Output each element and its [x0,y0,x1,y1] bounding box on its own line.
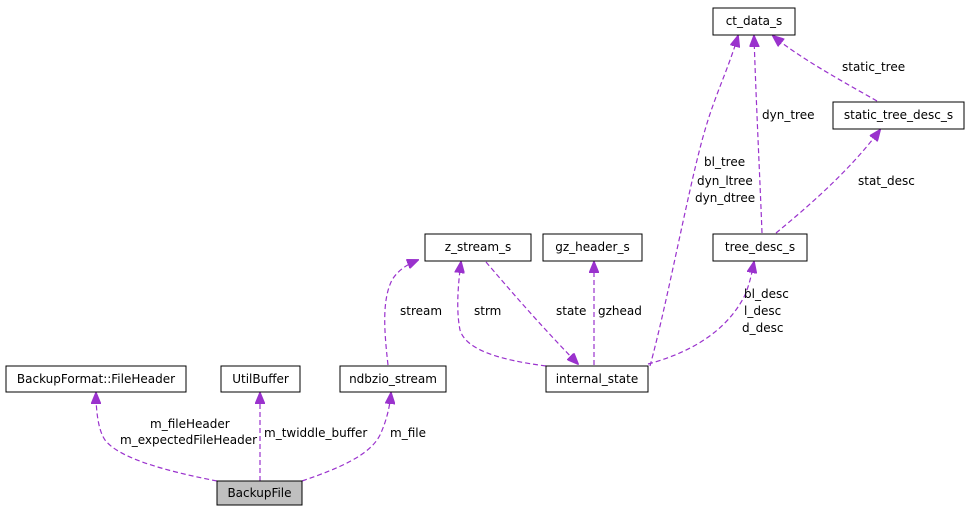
edge-label-bl-desc: bl_desc [744,287,789,301]
node-label: ndbzio_stream [349,372,437,386]
edge-ndbzio-stream-to-z-stream-s [384,260,418,366]
node-tree-desc-s[interactable]: tree_desc_s [712,233,808,262]
edge-label-gzhead: gzhead [598,304,642,318]
edge-label-d-desc: d_desc [742,321,783,335]
edge-label-dyn-tree: dyn_tree [762,108,814,122]
node-z-stream-s[interactable]: z_stream_s [424,233,532,262]
node-utilbuffer[interactable]: UtilBuffer [220,365,301,393]
edge-static-tree-desc-s-to-ct-data-s [773,36,878,102]
edge-internal-state-to-z-stream-s [458,262,547,367]
edge-label-dyn-ltree: dyn_ltree [697,174,753,188]
edge-label-stream: stream [400,304,442,318]
edge-label-l-desc: l_desc [744,304,781,318]
edge-label-m-file: m_file [390,426,426,440]
edge-internal-state-to-ct-data-s [649,36,738,367]
node-static-tree-desc-s[interactable]: static_tree_desc_s [832,101,965,130]
node-label: static_tree_desc_s [844,108,953,122]
node-label: z_stream_s [445,240,512,254]
edge-label-bl-tree: bl_tree [704,155,745,169]
edge-backupfile-to-ndbzio-stream [301,393,391,482]
edge-label-m-twiddle-buffer: m_twiddle_buffer [264,426,367,440]
node-label: tree_desc_s [725,240,795,254]
node-internal-state[interactable]: internal_state [545,365,649,393]
node-backupfile[interactable]: BackupFile [216,480,303,506]
node-ndbzio-stream[interactable]: ndbzio_stream [339,365,447,393]
edge-label-m-expectedfileheader: m_expectedFileHeader [120,433,257,447]
edge-label-stat-desc: stat_desc [858,174,915,188]
node-label: gz_header_s [555,240,629,254]
node-fileheader[interactable]: BackupFormat::FileHeader [5,365,187,393]
node-label: internal_state [556,372,638,386]
edge-backupfile-to-fileheader [96,393,218,482]
node-label: BackupFile [227,486,291,500]
edge-label-m-fileheader: m_fileHeader [150,417,230,431]
node-label: BackupFormat::FileHeader [17,372,175,386]
edge-label-state: state [556,304,586,318]
edge-tree-desc-s-to-static-tree-desc-s [775,130,880,234]
node-label: ct_data_s [726,14,783,28]
node-gz-header-s[interactable]: gz_header_s [542,233,643,262]
node-label: UtilBuffer [232,372,289,386]
node-ct-data-s[interactable]: ct_data_s [712,7,796,36]
edge-label-dyn-dtree: dyn_dtree [695,191,755,205]
edge-label-strm: strm [474,304,501,318]
edge-internal-state-to-tree-desc-s [647,262,754,365]
edge-label-static-tree: static_tree [842,60,905,74]
edge-tree-desc-s-to-ct-data-s [754,36,763,234]
